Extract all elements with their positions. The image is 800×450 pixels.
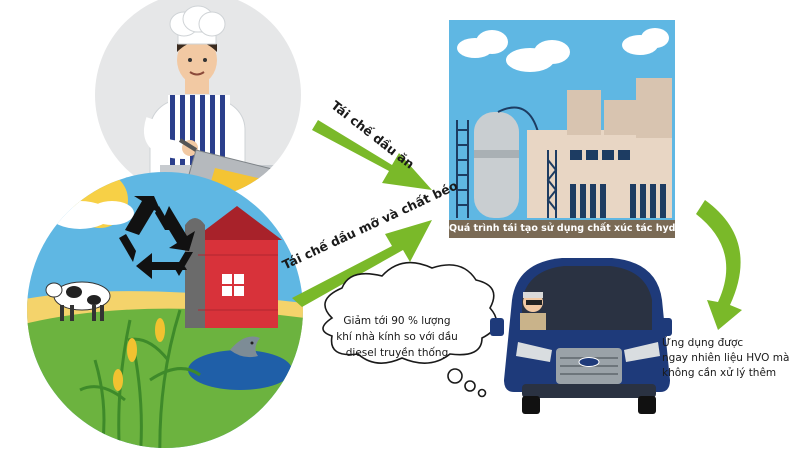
process-caption: Quá trình tái tạo sử dụng chất xúc tác h… xyxy=(449,223,687,234)
arrow-cooking-oil xyxy=(312,120,432,190)
recycle-icon xyxy=(119,196,195,279)
van-illustration xyxy=(490,258,672,414)
thought-bubble xyxy=(322,261,498,398)
cow-figure xyxy=(45,281,111,321)
bubble-line: Giảm tới 90 % lượng xyxy=(343,315,451,327)
bubble-line: diesel truyền thống xyxy=(345,347,449,359)
barn-figure xyxy=(185,206,282,328)
fish-figure xyxy=(230,336,260,358)
result-line: không cần xử lý thêm xyxy=(662,367,777,379)
bubble-line: khí nhà kính so với dầu xyxy=(336,331,458,343)
arrow-fat xyxy=(292,220,432,307)
result-line: ngay nhiên liệu HVO mà xyxy=(662,352,790,364)
process-caption-bar xyxy=(449,220,675,238)
arrow-process-to-van xyxy=(696,200,742,330)
bubble-text: Giảm tới 90 % lượng khí nhà kính so với … xyxy=(316,315,478,365)
refinery-illustration xyxy=(449,20,675,238)
result-line: Ứng dụng được xyxy=(662,337,744,349)
